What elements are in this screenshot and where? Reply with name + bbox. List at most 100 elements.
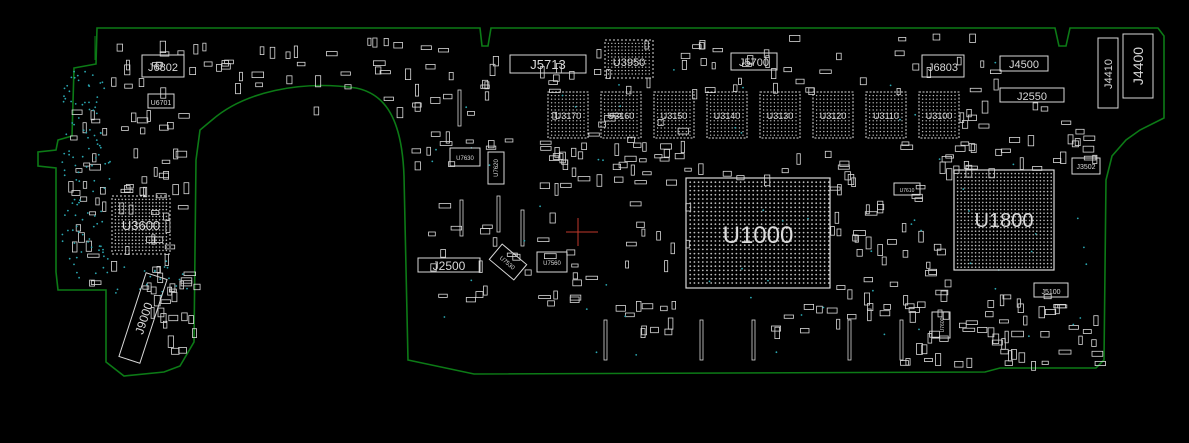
- bga-ball: [607, 49, 610, 51]
- part-u7600[interactable]: U7600: [931, 311, 951, 339]
- bga-ball: [748, 265, 750, 268]
- part-j4500[interactable]: J4500: [999, 55, 1049, 72]
- bga-ball: [624, 52, 627, 55]
- part-j2550[interactable]: J2550: [999, 87, 1065, 103]
- bga-ball: [773, 269, 776, 272]
- bga-ball: [697, 189, 700, 192]
- bga-ball: [714, 277, 717, 280]
- bga-ball: [735, 277, 738, 280]
- smd-component: [856, 248, 863, 257]
- bga-ball: [576, 98, 578, 100]
- part-u3950[interactable]: U3950: [604, 39, 654, 79]
- bga-ball: [124, 242, 127, 245]
- bga-ball: [947, 130, 949, 133]
- memory-u3120[interactable]: U3120: [812, 91, 854, 139]
- bga-ball: [798, 235, 801, 238]
- memory-u3110[interactable]: U3110: [865, 91, 907, 139]
- smd-component: [559, 151, 566, 164]
- part-u7630[interactable]: U7630: [449, 147, 481, 167]
- bga-ball: [1018, 234, 1020, 236]
- bga-ball: [760, 219, 763, 221]
- bga-ball: [794, 265, 797, 268]
- smd-component: [478, 260, 483, 273]
- via: [115, 292, 117, 294]
- smd-component: [124, 185, 131, 193]
- bga-ball: [989, 237, 991, 240]
- smd-component: [1068, 325, 1079, 330]
- bga-ball: [982, 255, 984, 258]
- bga-ball: [709, 134, 712, 136]
- smd-component: [836, 52, 842, 61]
- memory-u3150[interactable]: U3150: [653, 91, 695, 139]
- via: [76, 74, 79, 77]
- bga-ball: [764, 214, 767, 217]
- bga-ball: [784, 123, 786, 126]
- bga-ball: [145, 205, 147, 207]
- part-u3600[interactable]: U3600: [111, 195, 171, 255]
- bga-ball: [628, 49, 630, 51]
- bga-ball: [974, 201, 977, 204]
- part-j2500[interactable]: J2500: [417, 257, 481, 273]
- via: [78, 180, 81, 183]
- label-u7600: U7600: [940, 317, 946, 332]
- part-u7560[interactable]: U7560: [536, 251, 568, 273]
- part-u7620[interactable]: U7620: [487, 151, 505, 185]
- bga-ball: [689, 193, 692, 196]
- bga-ball: [667, 98, 670, 100]
- part-j5713[interactable]: J5713: [509, 54, 587, 74]
- bga-ball: [794, 248, 797, 251]
- smd-component: [640, 328, 646, 339]
- bga-ball: [956, 226, 959, 229]
- bga-ball: [624, 49, 627, 51]
- label-u7610: U7610: [900, 188, 915, 194]
- bga-ball: [967, 252, 970, 254]
- bga-ball: [583, 112, 585, 115]
- bga-ball: [739, 227, 742, 230]
- bga-ball: [718, 248, 721, 251]
- part-u6701[interactable]: U6701: [147, 93, 175, 109]
- bga-ball: [709, 98, 712, 100]
- smd-component: [988, 168, 995, 179]
- memory-u3170[interactable]: U3170: [547, 91, 589, 139]
- smd-component: [489, 63, 496, 77]
- bga-ball: [798, 227, 801, 230]
- bga-ball: [565, 130, 567, 133]
- bga-ball: [611, 46, 613, 48]
- part-j6803[interactable]: J6803: [921, 54, 965, 78]
- part-j6802[interactable]: J6802: [141, 54, 185, 78]
- bga-ball: [603, 127, 606, 129]
- via: [1083, 246, 1085, 249]
- part-j5100[interactable]: J5100: [1033, 282, 1069, 298]
- bga-ball: [890, 98, 892, 100]
- bga-ball: [636, 109, 638, 111]
- memory-u3100[interactable]: U3100: [918, 91, 960, 139]
- bga-ball: [617, 69, 620, 72]
- bga-ball: [827, 185, 830, 188]
- bga-ball: [718, 240, 721, 242]
- bga-ball: [960, 176, 962, 178]
- bga-ball: [1018, 212, 1020, 214]
- part-j5700[interactable]: J5700: [730, 52, 778, 71]
- part-u7610[interactable]: U7610: [893, 182, 921, 196]
- bga-ball: [1014, 244, 1016, 247]
- bga-ball: [1039, 223, 1042, 225]
- bga-ball: [823, 185, 826, 188]
- memory-u3140[interactable]: U3140: [706, 91, 748, 139]
- part-j3502[interactable]: J3502: [1071, 157, 1101, 175]
- memory-u3160[interactable]: U3160: [600, 91, 642, 139]
- memory-u3130[interactable]: U3130: [759, 91, 801, 139]
- bga-ball: [727, 123, 730, 126]
- part-u1000[interactable]: U1000: [685, 177, 831, 289]
- bga-ball: [971, 234, 973, 236]
- part-j4410[interactable]: J4410: [1097, 37, 1119, 109]
- bga-ball: [769, 202, 771, 205]
- bga-ball: [717, 109, 719, 111]
- via: [61, 161, 64, 164]
- smd-component: [1032, 102, 1039, 111]
- bga-ball: [118, 246, 120, 248]
- bga-ball: [756, 206, 759, 209]
- part-j4400[interactable]: J4400: [1122, 33, 1154, 99]
- bga-ball: [128, 222, 130, 224]
- part-u1800[interactable]: U1800: [953, 169, 1055, 271]
